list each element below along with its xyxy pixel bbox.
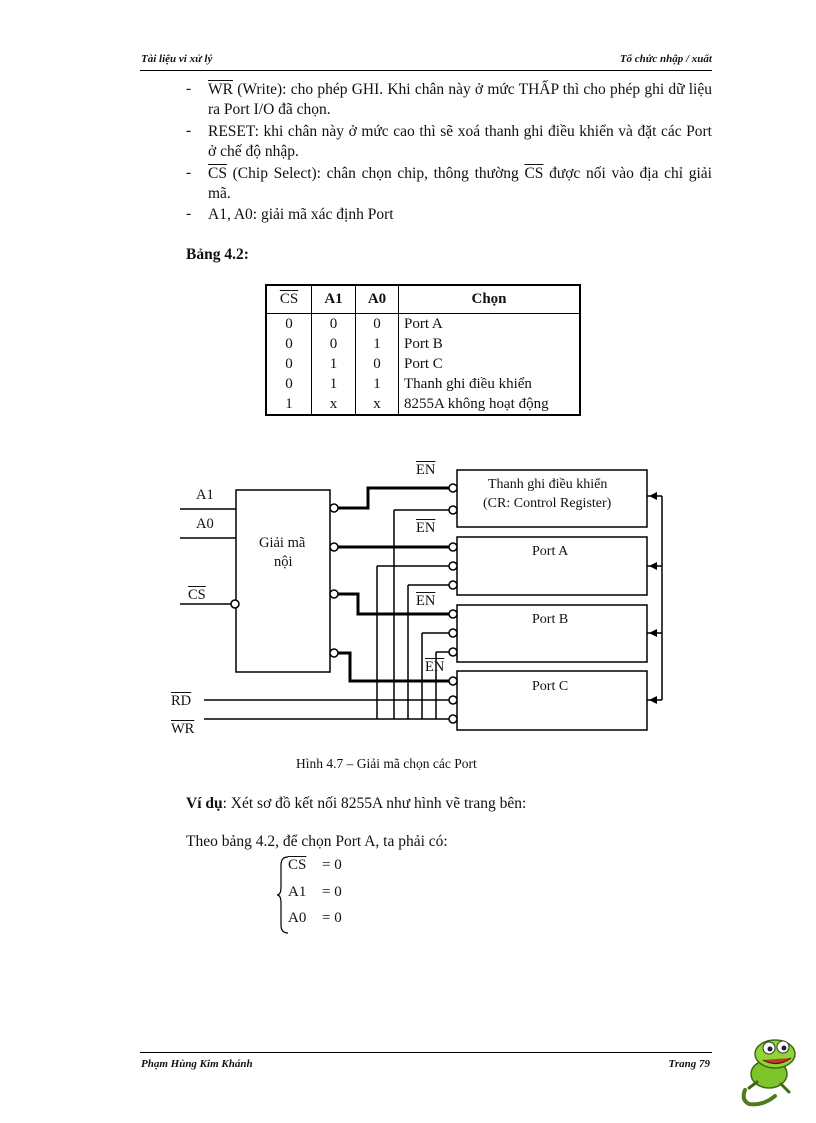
bullet-wr: WR (Write): cho phép GHI. Khi chân này ở… — [208, 80, 712, 120]
input-cs-label: CS — [188, 587, 206, 603]
cs-bubble — [230, 599, 240, 609]
en-trace-cr — [338, 486, 449, 510]
gecko-mascot-icon — [741, 1039, 796, 1107]
port-c-label: Port C — [532, 679, 569, 694]
cell: 1 — [355, 334, 399, 354]
cs-signal: CS — [208, 165, 227, 182]
port-b-label: Port B — [532, 612, 569, 627]
cell: 8255A không hoạt động — [398, 394, 581, 415]
figure-caption: Hình 4.7 – Giải mã chọn các Port — [296, 756, 477, 771]
bullet-dash: - — [186, 164, 192, 181]
example-paragraph: Ví dụ: Xét sơ đồ kết nối 8255A như hình … — [186, 794, 714, 814]
cell: Port C — [398, 354, 581, 374]
brace-icon — [276, 856, 289, 934]
input-a1-label: A1 — [196, 487, 214, 503]
wr-signal: WR — [208, 81, 233, 98]
table-header-row: CS A1 A0 Chọn — [265, 284, 581, 314]
condition-var: CS — [288, 857, 307, 873]
condition-intro: Theo bảng 4.2, để chọn Port A, ta phải c… — [186, 833, 448, 850]
bullet-dash: - — [186, 205, 192, 222]
en-trace-port-c — [338, 651, 449, 683]
footer-rule — [140, 1052, 712, 1053]
input-a0-label: A0 — [196, 516, 214, 532]
input-rd-label: RD — [171, 693, 192, 709]
condition-var: A0 — [288, 910, 307, 926]
decoder-label-1: Giải mã — [259, 535, 306, 551]
bullet-dash: - — [186, 122, 192, 139]
bullet-dash: - — [186, 80, 192, 97]
condition-cs: CS = 0 — [288, 857, 342, 874]
dec-out-bubble — [329, 648, 339, 658]
col-header-a1: A1 — [311, 284, 356, 314]
bullet-address: A1, A0: giải mã xác định Port — [208, 206, 394, 223]
bullet-wr-text: (Write): cho phép GHI. Khi chân này ở mứ… — [208, 81, 712, 118]
header-left: Tài liệu vi xử lý — [141, 53, 213, 65]
cell: 1 — [355, 374, 399, 394]
col-header-a0: A0 — [355, 284, 399, 314]
cell: x — [355, 394, 399, 415]
condition-eq: = 0 — [322, 910, 342, 926]
example-label: Ví dụ — [186, 795, 223, 812]
condition-eq: = 0 — [322, 884, 342, 900]
cell: Thanh ghi điều khiển — [398, 374, 581, 394]
condition-a0: A0 = 0 — [288, 910, 342, 927]
footer-right: Trang 79 — [668, 1058, 710, 1070]
en-label-port-c: EN — [425, 659, 445, 675]
bullet-cs-text-after: được nối vào địa chỉ giải mã. — [208, 165, 712, 202]
cs-signal-2: CS — [524, 165, 544, 182]
en-label-port-b: EN — [416, 593, 436, 609]
dec-out-bubble — [329, 542, 339, 552]
cell: 0 — [355, 354, 399, 374]
bullet-cs-text-before: (Chip Select): chân chọn chip, thông thư… — [226, 165, 525, 182]
dec-out-bubble — [329, 503, 339, 513]
bullet-cs: CS (Chip Select): chân chọn chip, thông … — [208, 164, 712, 204]
en-label-port-a: EN — [416, 520, 436, 536]
cell: Port A — [398, 313, 581, 334]
condition-eq: = 0 — [322, 857, 342, 873]
control-register-label-2: (CR: Control Register) — [483, 496, 612, 511]
bullet-reset: RESET: khi chân này ở mức cao thì sẽ xoá… — [208, 123, 712, 160]
control-register-box — [456, 469, 648, 528]
table-title: Bảng 4.2: — [186, 246, 249, 263]
input-wr-label: WR — [171, 721, 195, 737]
col-header-cs: CS — [265, 284, 312, 314]
example-text: : Xét sơ đồ kết nối 8255A như hình vẽ tr… — [222, 795, 527, 812]
control-register-label-1: Thanh ghi điều khiển — [488, 477, 608, 492]
en-trace-port-b — [338, 592, 449, 616]
en-label-cr: EN — [416, 462, 436, 478]
header-right: Tổ chức nhập / xuất — [619, 53, 712, 65]
cell: Port B — [398, 334, 581, 354]
header-rule — [140, 70, 712, 71]
col-header-select: Chọn — [398, 284, 581, 314]
condition-var: A1 — [288, 884, 307, 900]
decoder-label-2: nội — [274, 554, 293, 570]
decoder-box — [235, 489, 331, 673]
cell: 0 — [355, 313, 399, 334]
dec-out-bubble — [329, 589, 339, 599]
condition-a1: A1 = 0 — [288, 884, 342, 901]
port-a-label: Port A — [532, 544, 569, 559]
footer-left: Phạm Hùng Kim Khánh — [141, 1058, 253, 1070]
